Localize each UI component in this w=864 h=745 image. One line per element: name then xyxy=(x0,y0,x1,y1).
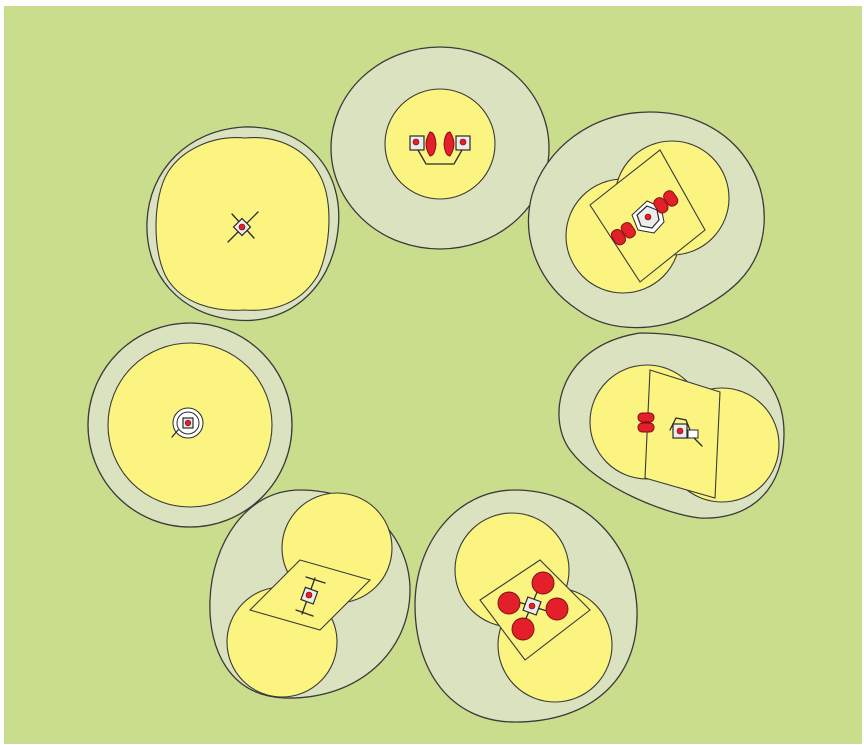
red-part-pair xyxy=(653,190,679,214)
red-part xyxy=(545,597,569,621)
device-middle-right xyxy=(637,412,703,447)
red-part xyxy=(637,422,655,433)
red-part xyxy=(663,190,679,207)
group-lower-left xyxy=(209,489,411,699)
device-hub xyxy=(528,602,536,610)
device-hub xyxy=(184,419,192,427)
red-part xyxy=(620,222,636,239)
group-middle-left xyxy=(87,322,293,528)
device-arm xyxy=(693,437,703,447)
device-hub xyxy=(412,138,420,146)
device-upper-right xyxy=(610,190,679,246)
group-lower-right xyxy=(414,489,638,723)
device-lower-left xyxy=(295,576,326,617)
device-arm xyxy=(305,576,326,584)
group-top xyxy=(330,46,550,250)
device-part xyxy=(687,429,699,439)
device-hub xyxy=(676,427,684,435)
device-hub xyxy=(238,223,246,231)
red-part xyxy=(610,228,627,246)
device-arm xyxy=(417,149,441,165)
red-part xyxy=(425,131,437,157)
red-part xyxy=(497,591,521,615)
device-arm xyxy=(439,149,463,165)
red-part xyxy=(531,571,555,595)
device-lower-right xyxy=(497,571,569,641)
group-upper-right xyxy=(527,111,765,329)
inner-zone-top xyxy=(384,88,496,200)
group-upper-left xyxy=(146,126,340,322)
device-ring xyxy=(176,411,200,435)
device-hub xyxy=(459,138,467,146)
red-part xyxy=(637,412,655,423)
device-arm xyxy=(295,609,314,617)
red-part xyxy=(443,131,455,157)
red-part xyxy=(653,197,669,214)
device-hub xyxy=(305,591,313,599)
device-top xyxy=(409,131,471,165)
group-middle-right xyxy=(558,332,785,519)
device-middle-left xyxy=(171,407,204,439)
device-arm xyxy=(171,429,179,438)
device-upper-left xyxy=(227,211,259,243)
red-part-pair xyxy=(610,222,636,246)
device-hub xyxy=(644,213,652,221)
red-part xyxy=(511,617,535,641)
